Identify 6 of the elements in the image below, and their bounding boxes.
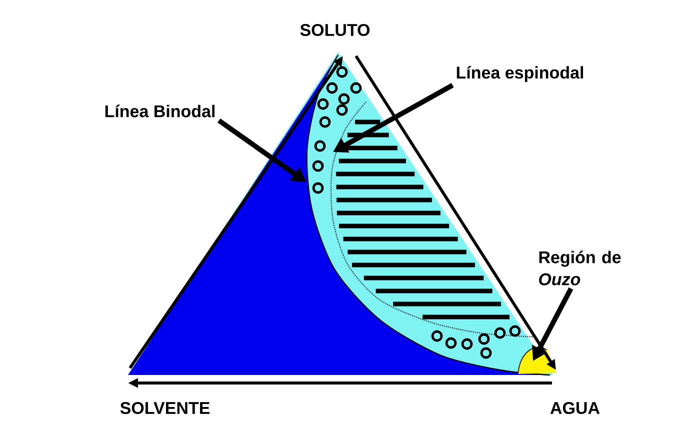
callout-text: Línea Binodal <box>105 104 215 118</box>
vertex-label: SOLVENTE <box>120 402 210 414</box>
callout-text: Región de Ouzo <box>539 250 621 286</box>
vertex-label: SOLUTO <box>300 24 370 36</box>
vertex-label: AGUA <box>550 402 600 414</box>
callout-text: Línea espinodal <box>456 66 584 82</box>
